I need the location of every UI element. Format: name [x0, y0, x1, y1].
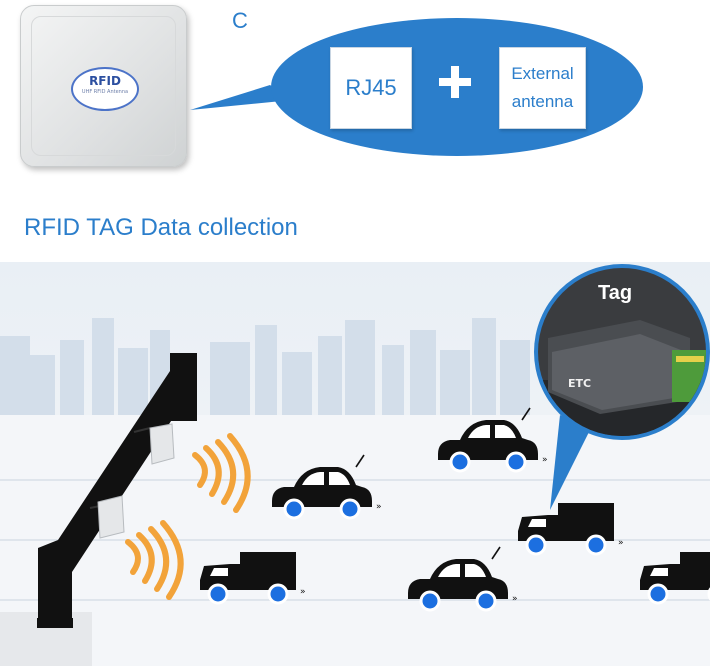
- section-heading: RFID TAG Data collection: [24, 214, 298, 241]
- reader-badge: RFID UHF RFID Antenna: [71, 67, 139, 111]
- reader-badge-title: RFID: [89, 74, 121, 88]
- signal-waves-bottom: [125, 520, 184, 600]
- signal-waves-top: [192, 433, 251, 513]
- rj45-box: RJ45: [330, 47, 412, 129]
- tag-callout-pointer: [550, 415, 590, 510]
- scene-illustration: » »: [0, 264, 710, 666]
- toll-scene: » »: [0, 262, 710, 666]
- variant-label: C: [232, 8, 248, 33]
- etc-device-text: ETC: [568, 377, 591, 390]
- external-antenna-box: External antenna: [499, 47, 586, 129]
- tag-label: Tag: [598, 282, 633, 304]
- mounted-antenna-bottom: [97, 495, 125, 539]
- reader-badge-subtitle: UHF RFID Antenna: [81, 89, 129, 95]
- top-section: RFID UHF RFID Antenna C RJ45 + External …: [0, 0, 710, 200]
- mounted-antenna-top: [149, 423, 175, 465]
- reader-panel: [31, 16, 176, 156]
- rfid-reader-image: RFID UHF RFID Antenna: [20, 5, 187, 167]
- rj45-label: RJ45: [345, 75, 397, 100]
- city-skyline: [0, 318, 530, 416]
- external-antenna-line2: antenna: [511, 92, 574, 111]
- external-antenna-line1: External: [511, 64, 574, 83]
- plus-icon: [439, 66, 471, 98]
